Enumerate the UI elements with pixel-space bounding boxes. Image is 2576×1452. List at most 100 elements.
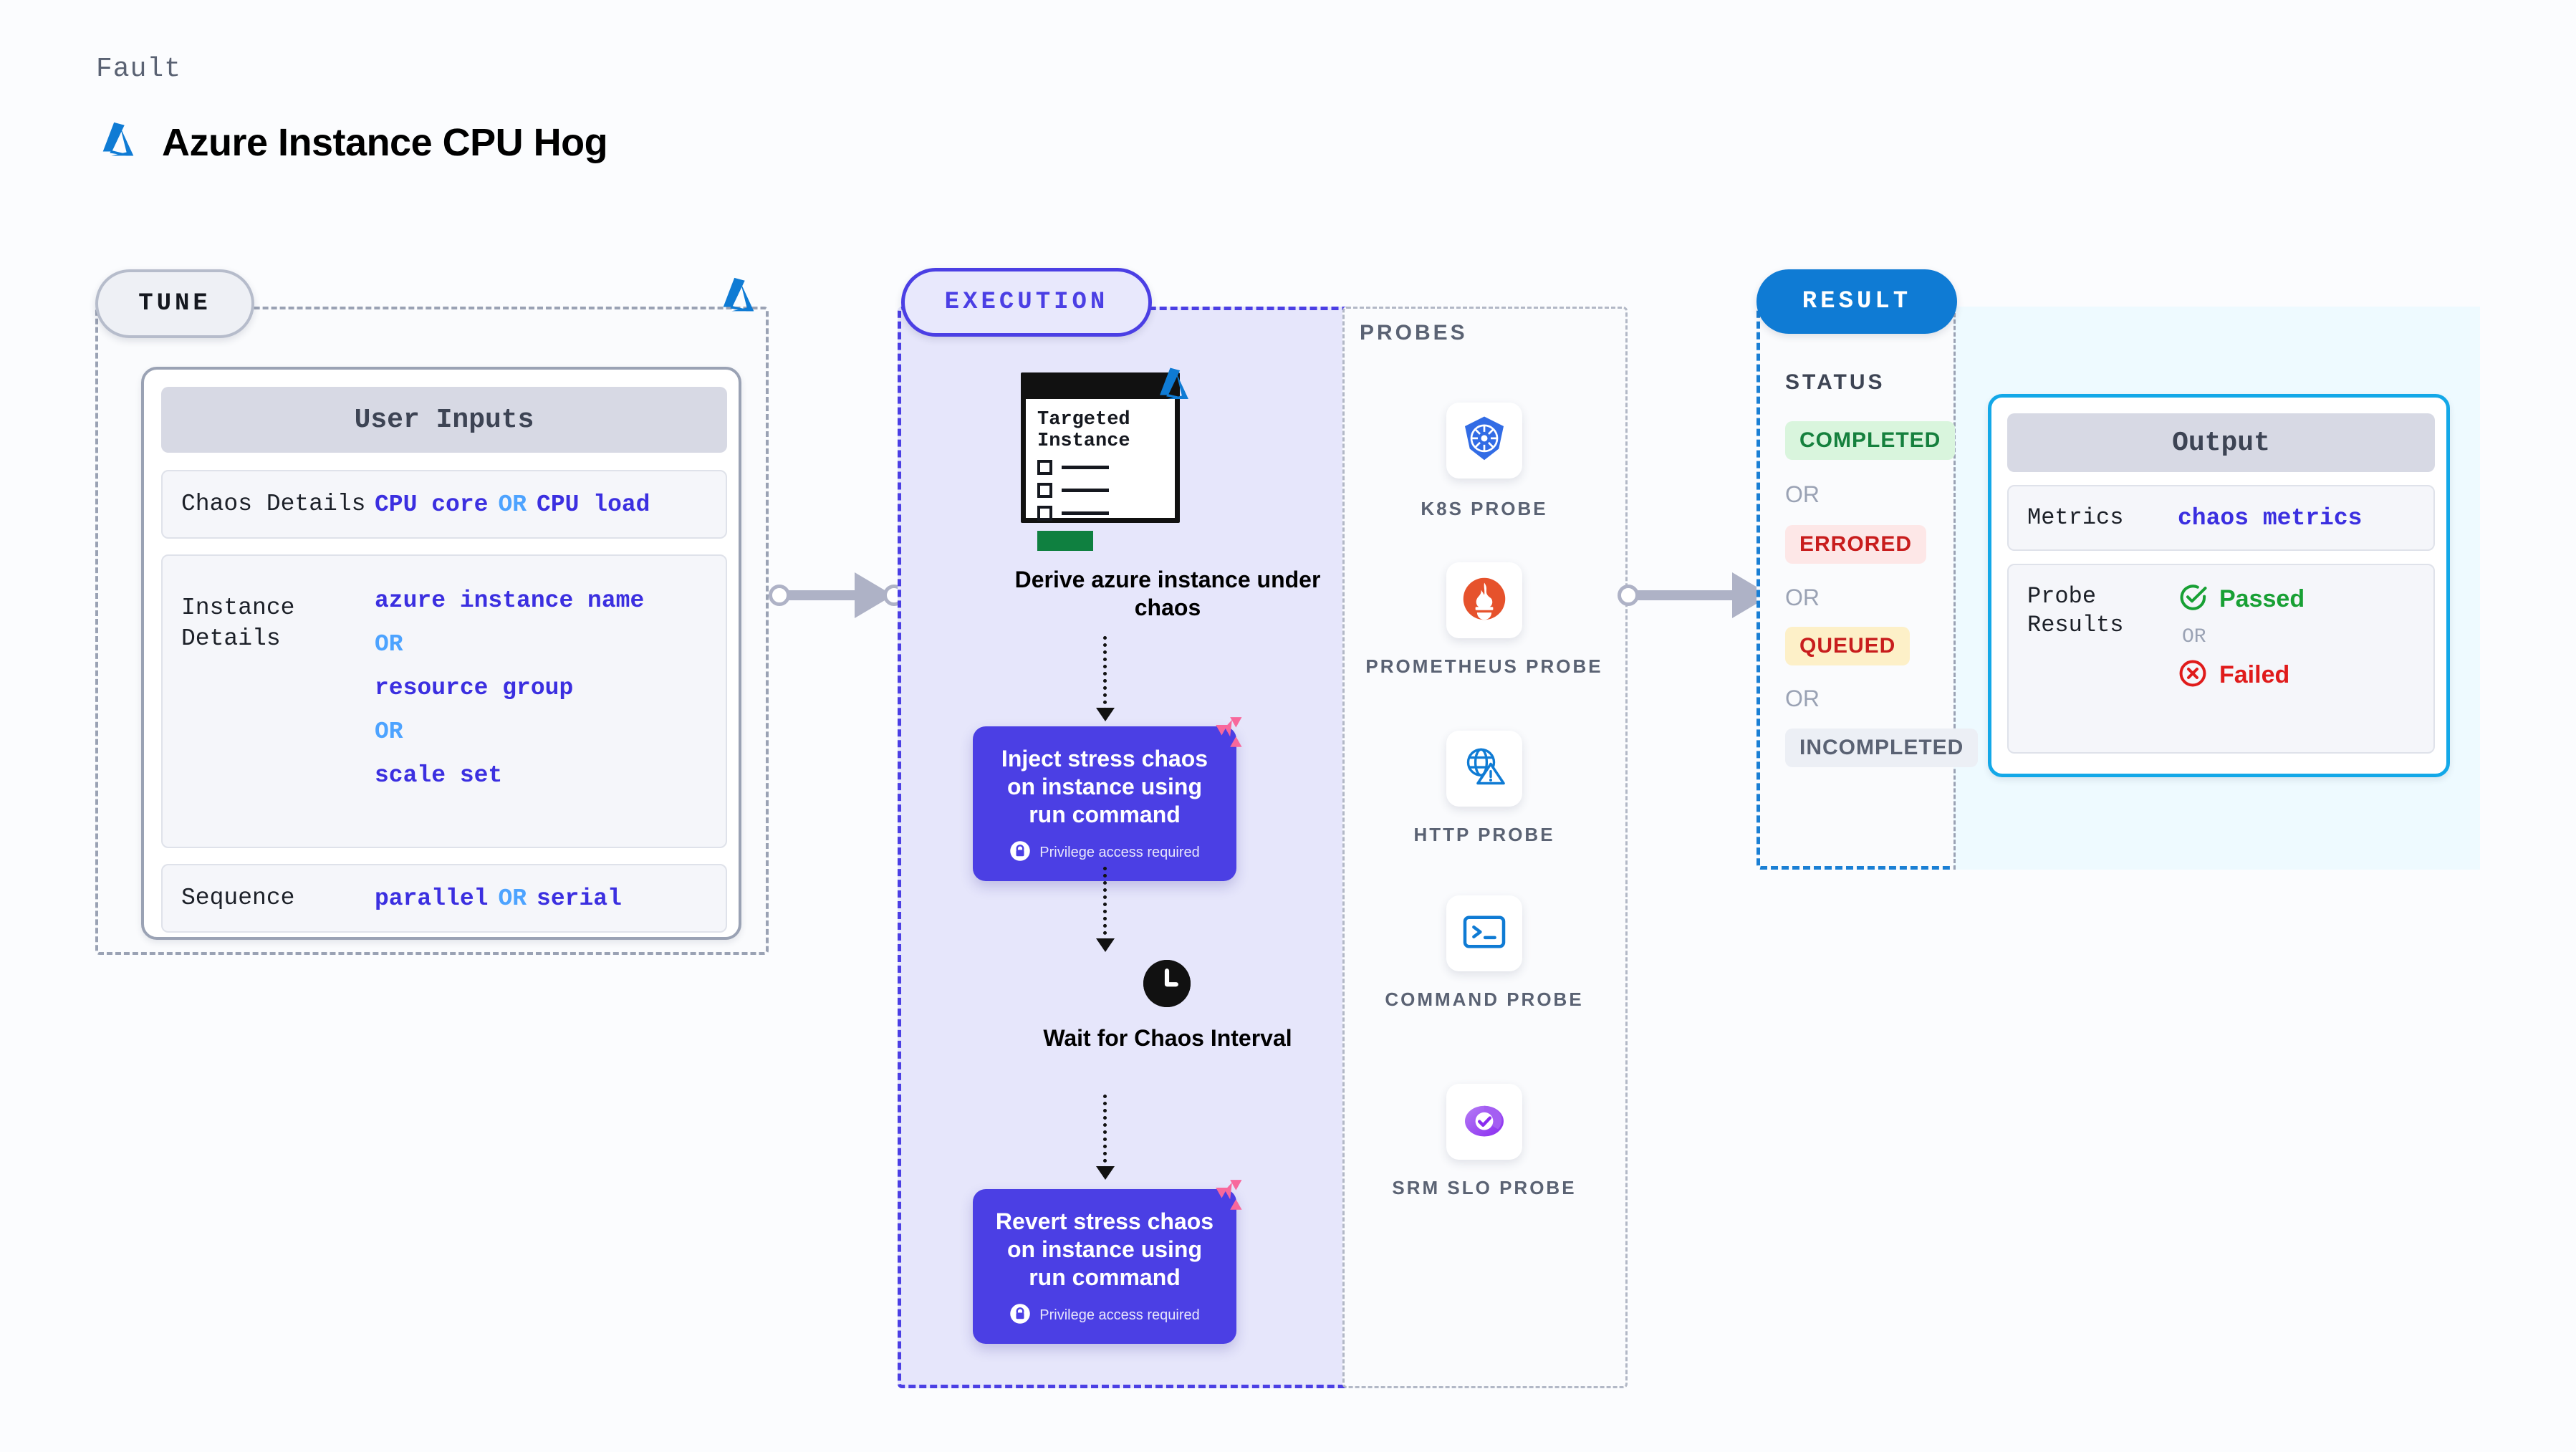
flow-arrow-head: [1096, 708, 1115, 721]
clock-icon: [1143, 960, 1191, 1007]
checkbox-icon: [1037, 506, 1052, 521]
status-badge-errored: ERRORED: [1785, 525, 1927, 564]
flow-arrow-line: [1103, 1095, 1107, 1170]
probe-tile-srm-slo[interactable]: [1446, 1084, 1522, 1160]
prometheus-icon: [1458, 573, 1510, 628]
privilege-notice: Privilege access required: [987, 1303, 1222, 1328]
targeted-instance-checkbox-row: [1037, 483, 1163, 499]
targeted-instance-checkbox-row: [1037, 460, 1163, 476]
flow-arrow-line: [1103, 867, 1107, 942]
check-circle-icon: [2178, 582, 2208, 616]
privilege-notice: Privilege access required: [987, 840, 1222, 865]
instance-details-value-2: resource group: [375, 675, 574, 701]
page-title: Azure Instance CPU Hog: [162, 120, 608, 164]
targeted-instance-body: Targeted Instance: [1026, 399, 1175, 552]
execution-badge: EXECUTION: [901, 268, 1152, 337]
http-globe-warning-icon: [1458, 741, 1510, 797]
instance-details-separator-2: OR: [375, 718, 403, 745]
azure-logo-icon: [716, 274, 761, 322]
terminal-icon: [1458, 906, 1510, 961]
srm-slo-donut-icon: [1458, 1095, 1510, 1150]
sequence-value-2: serial: [537, 885, 622, 912]
targeted-instance-checkbox-row: [1037, 506, 1163, 521]
probe-failed-label: Failed: [2219, 661, 2290, 688]
probe-tile-http[interactable]: [1446, 731, 1522, 807]
probes-region: [1342, 307, 1628, 1388]
status-separator-2: OR: [1785, 585, 1820, 610]
placeholder-line: [1062, 511, 1109, 516]
user-inputs-card: User Inputs Chaos Details CPU core OR CP…: [141, 367, 741, 940]
privilege-text: Privilege access required: [1039, 845, 1200, 861]
flow-arrow-head: [1096, 1166, 1115, 1180]
probe-label-command: COMMAND PROBE: [1385, 989, 1584, 1010]
azure-logo-icon: [1153, 364, 1195, 409]
metrics-key: Metrics: [2027, 504, 2124, 531]
connector-tune-to-execution: [769, 559, 905, 630]
user-inputs-title: User Inputs: [161, 387, 727, 453]
revert-stress-chaos-box[interactable]: Revert stress chaos on instance using ru…: [973, 1180, 1242, 1345]
chaos-details-value-1: CPU core: [375, 491, 489, 518]
metrics-row: Metrics chaos metrics: [2007, 485, 2435, 551]
chaos-details-separator: OR: [498, 491, 527, 518]
instance-details-value-1: azure instance name: [375, 587, 645, 614]
status-bar-indicator: [1037, 531, 1093, 552]
page-title-row: Azure Instance CPU Hog: [96, 118, 608, 166]
chaos-details-row: Chaos Details CPU core OR CPU load: [161, 470, 727, 539]
status-badge-queued: QUEUED: [1785, 627, 1911, 665]
revert-stress-chaos-title: Revert stress chaos on instance using ru…: [995, 1208, 1214, 1291]
probe-results-row: Probe Results Passed OR: [2007, 564, 2435, 754]
lock-icon: [1009, 1303, 1031, 1328]
instance-details-value-3: scale set: [375, 762, 503, 789]
chaos-details-key: Chaos Details: [181, 490, 366, 517]
status-badge-incompleted: INCOMPLETED: [1785, 729, 1979, 767]
probe-label-k8s: K8S PROBE: [1421, 498, 1548, 519]
instance-details-values: azure instance name OR resource group OR…: [375, 574, 644, 789]
probe-results-key: Probe Results: [2027, 583, 2124, 638]
placeholder-line: [1062, 466, 1109, 470]
status-separator-1: OR: [1785, 481, 1820, 507]
checkbox-icon: [1037, 483, 1052, 499]
step-caption-derive: Derive azure instance under chaos: [1014, 567, 1321, 621]
probe-tile-prometheus[interactable]: [1446, 562, 1522, 638]
targeted-instance-titlebar: [1026, 378, 1175, 399]
page-kicker: Fault: [96, 54, 182, 85]
azure-logo-icon: [96, 118, 140, 166]
placeholder-line: [1062, 489, 1109, 493]
result-badge: RESULT: [1756, 269, 1957, 334]
probe-label-srm-slo: SRM SLO PROBE: [1392, 1177, 1577, 1198]
flow-arrow-head: [1096, 938, 1115, 952]
step-caption-wait: Wait for Chaos Interval: [1043, 1025, 1292, 1051]
instance-details-row: Instance Details azure instance name OR …: [161, 554, 727, 848]
instance-details-key: Instance Details: [181, 595, 295, 652]
checkbox-icon: [1037, 460, 1052, 476]
probe-label-prometheus: PROMETHEUS PROBE: [1365, 655, 1603, 677]
inject-stress-chaos-box[interactable]: Inject stress chaos on instance using ru…: [973, 717, 1242, 882]
privilege-text: Privilege access required: [1039, 1307, 1200, 1324]
inject-stress-chaos-title: Inject stress chaos on instance using ru…: [1001, 746, 1208, 828]
litmus-logo-icon: [1211, 711, 1252, 756]
targeted-instance-card: Targeted Instance: [1021, 372, 1180, 552]
sequence-separator: OR: [498, 885, 527, 912]
sequence-value-1: parallel: [375, 885, 489, 912]
probe-results-values: Passed OR Failed: [2178, 582, 2305, 692]
x-circle-icon: [2178, 658, 2208, 692]
output-title: Output: [2007, 413, 2435, 472]
chaos-details-value-2: CPU load: [537, 491, 650, 518]
sequence-key: Sequence: [181, 884, 295, 911]
kubernetes-icon: [1458, 413, 1510, 468]
probes-label: PROBES: [1360, 321, 1468, 345]
status-label: STATUS: [1785, 370, 1885, 394]
metrics-value: chaos metrics: [2178, 504, 2363, 532]
probe-results-separator: OR: [2182, 626, 2206, 648]
probe-tile-k8s[interactable]: [1446, 403, 1522, 479]
tune-badge: TUNE: [95, 269, 254, 338]
probe-tile-command[interactable]: [1446, 895, 1522, 971]
sequence-row: Sequence parallel OR serial: [161, 864, 727, 933]
flow-arrow-line: [1103, 636, 1107, 711]
status-separator-3: OR: [1785, 686, 1820, 711]
probe-passed-label: Passed: [2219, 585, 2305, 612]
probe-label-http: HTTP PROBE: [1413, 824, 1555, 845]
status-badge-completed: COMPLETED: [1785, 421, 1956, 460]
probe-result-failed: Failed: [2178, 658, 2305, 692]
